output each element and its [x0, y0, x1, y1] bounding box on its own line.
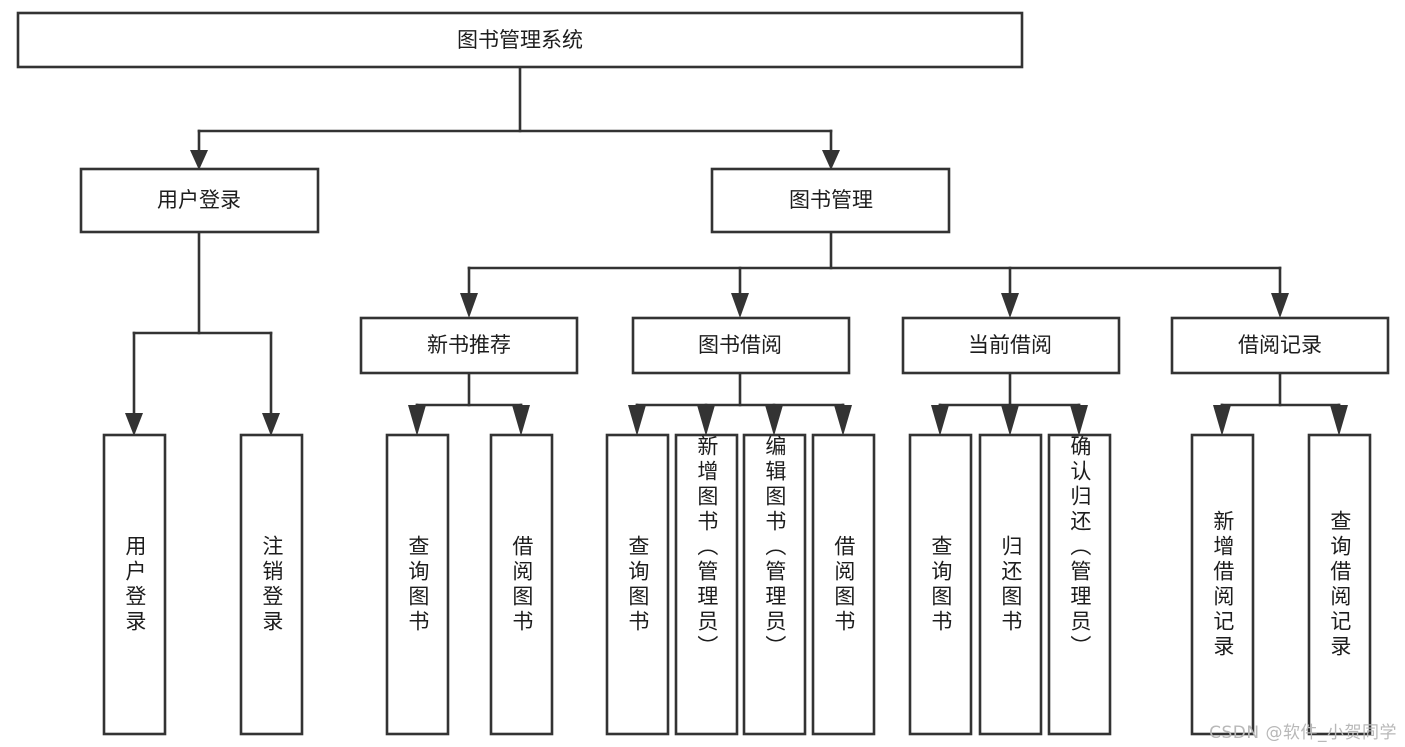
node-current-borrow[interactable]: 当前借阅 — [901, 316, 1121, 375]
arrow-head-leaf-logout-login — [262, 413, 280, 436]
arrow-head-book-manage — [822, 150, 840, 170]
node-leaf-query-record-rect[interactable] — [1307, 433, 1372, 736]
node-leaf-confirm-return-rect[interactable] — [1047, 433, 1112, 736]
node-root-label: 图书管理系统 — [457, 28, 583, 52]
node-leaf-query-book-1-rect[interactable] — [385, 433, 450, 736]
arrow-head-leaf-user-login — [125, 413, 143, 436]
node-user-login-label: 用户登录 — [157, 188, 241, 212]
node-borrow-record-rect[interactable] — [1170, 316, 1390, 375]
node-book-borrow-label: 图书借阅 — [698, 333, 782, 357]
arrow-head-leaf-borrow-book-1 — [512, 405, 530, 436]
arrow-head-book-borrow — [731, 293, 749, 318]
node-leaf-logout-login-rect[interactable] — [239, 433, 304, 736]
arrow-head-new-book-recommend — [460, 293, 478, 318]
node-leaf-add-record-rect[interactable] — [1190, 433, 1255, 736]
node-book-manage-rect[interactable] — [710, 167, 951, 234]
arrow-head-leaf-edit-book — [765, 405, 783, 436]
node-borrow-record-label: 借阅记录 — [1238, 333, 1322, 357]
node-book-borrow[interactable]: 图书借阅 — [631, 316, 851, 375]
arrow-head-leaf-query-book-2 — [628, 405, 646, 436]
node-leaf-query-book-3-rect[interactable] — [908, 433, 973, 736]
watermark-text: CSDN @软件_小贺同学 — [1209, 723, 1397, 743]
arrow-head-leaf-return-book — [1001, 405, 1019, 436]
node-current-borrow-rect[interactable] — [901, 316, 1121, 375]
node-root[interactable]: 图书管理系统 — [16, 11, 1024, 69]
arrow-head-borrow-record — [1271, 293, 1289, 318]
leaf-rect-group — [102, 433, 1372, 736]
node-leaf-borrow-book-2-rect[interactable] — [811, 433, 876, 736]
node-leaf-edit-book-rect[interactable] — [742, 433, 807, 736]
node-new-book-recommend-label: 新书推荐 — [427, 333, 511, 357]
node-book-borrow-rect[interactable] — [631, 316, 851, 375]
node-book-manage-label: 图书管理 — [789, 188, 873, 212]
arrow-head-leaf-confirm-return — [1070, 405, 1088, 436]
arrow-head-leaf-add-book — [697, 405, 715, 436]
arrow-head-leaf-query-book-3 — [931, 405, 949, 436]
node-user-login[interactable]: 用户登录 — [79, 167, 320, 234]
node-leaf-return-book-rect[interactable] — [978, 433, 1043, 736]
arrow-head-leaf-borrow-book-2 — [834, 405, 852, 436]
arrow-head-user-login — [190, 150, 208, 170]
node-new-book-recommend[interactable]: 新书推荐 — [359, 316, 579, 375]
node-current-borrow-label: 当前借阅 — [968, 333, 1052, 357]
node-borrow-record[interactable]: 借阅记录 — [1170, 316, 1390, 375]
connector-group — [125, 65, 1348, 436]
node-leaf-add-book-rect[interactable] — [674, 433, 739, 736]
node-leaf-user-login-rect[interactable] — [102, 433, 167, 736]
arrow-head-leaf-query-record — [1330, 405, 1348, 436]
node-user-login-rect[interactable] — [79, 167, 320, 234]
node-leaf-borrow-book-1-rect[interactable] — [489, 433, 554, 736]
node-leaf-query-book-2-rect[interactable] — [605, 433, 670, 736]
node-book-manage[interactable]: 图书管理 — [710, 167, 951, 234]
arrow-head-current-borrow — [1001, 293, 1019, 318]
node-new-book-recommend-rect[interactable] — [359, 316, 579, 375]
arrow-head-leaf-query-book-1 — [408, 405, 426, 436]
arrow-head-leaf-add-record — [1213, 405, 1231, 436]
node-root-rect[interactable] — [16, 11, 1024, 69]
